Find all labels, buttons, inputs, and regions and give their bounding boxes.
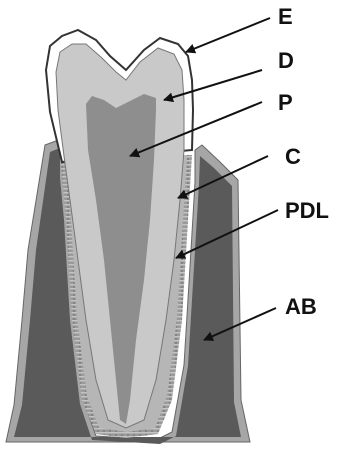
label-enamel: E [278, 6, 293, 28]
label-cementum: C [285, 146, 301, 168]
label-pulp: P [278, 92, 293, 114]
label-dentin: D [278, 50, 294, 72]
enamel-pointer [186, 18, 270, 52]
label-alveolar-bone: AB [285, 296, 317, 318]
label-periodontal-ligament: PDL [285, 200, 329, 222]
